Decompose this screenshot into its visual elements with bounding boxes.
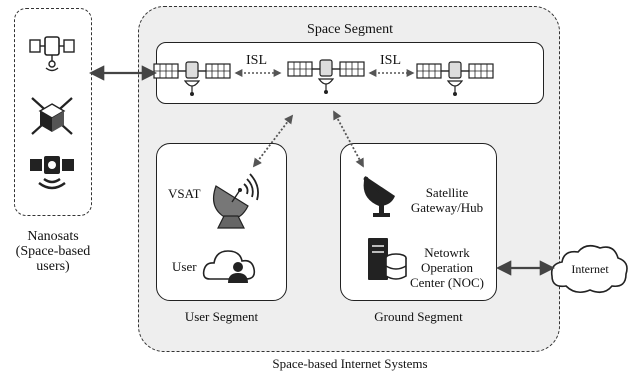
satellite-icon-left	[153, 61, 231, 97]
user-cloud-icon	[202, 250, 256, 283]
gateway-label-line-2: Gateway/Hub	[410, 200, 484, 215]
user-segment-title: User Segment	[184, 309, 259, 324]
user-label: User	[172, 259, 197, 274]
ground-segment-box	[340, 143, 497, 301]
gateway-label-line-1: Satellite	[425, 185, 469, 200]
system-caption: Space-based Internet Systems	[272, 356, 428, 371]
nanosat-satellite-icon	[29, 36, 75, 72]
satellite-icon-center	[287, 59, 365, 95]
nanosats-label-line-2: (Space-based	[15, 244, 91, 259]
space-segment-title: Space Segment	[307, 22, 393, 37]
vsat-dish-icon	[213, 173, 259, 229]
gateway-downlink-arrow	[333, 110, 364, 168]
noc-label-line-2: Operation	[421, 260, 473, 275]
isl-label-left: ISL	[246, 53, 267, 68]
noc-server-icon	[368, 238, 407, 280]
gateway-dish-icon	[363, 176, 395, 217]
noc-label-line-3: Center (NOC)	[409, 275, 484, 290]
user-downlink-arrow	[252, 114, 294, 168]
nanosat-cube-icon	[31, 97, 73, 135]
internet-label: Internet	[571, 262, 609, 276]
noc-label-line-1: Netowrk	[424, 245, 470, 260]
nanosats-label-line-1: Nanosats	[27, 229, 79, 244]
satellite-icon-right	[416, 61, 494, 97]
isl-label-right: ISL	[380, 53, 401, 68]
ground-segment-title: Ground Segment	[374, 309, 463, 324]
vsat-label: VSAT	[168, 186, 201, 201]
nanosats-label-line-3: users)	[36, 259, 70, 274]
nanosat-signal-satellite-icon	[30, 156, 74, 190]
